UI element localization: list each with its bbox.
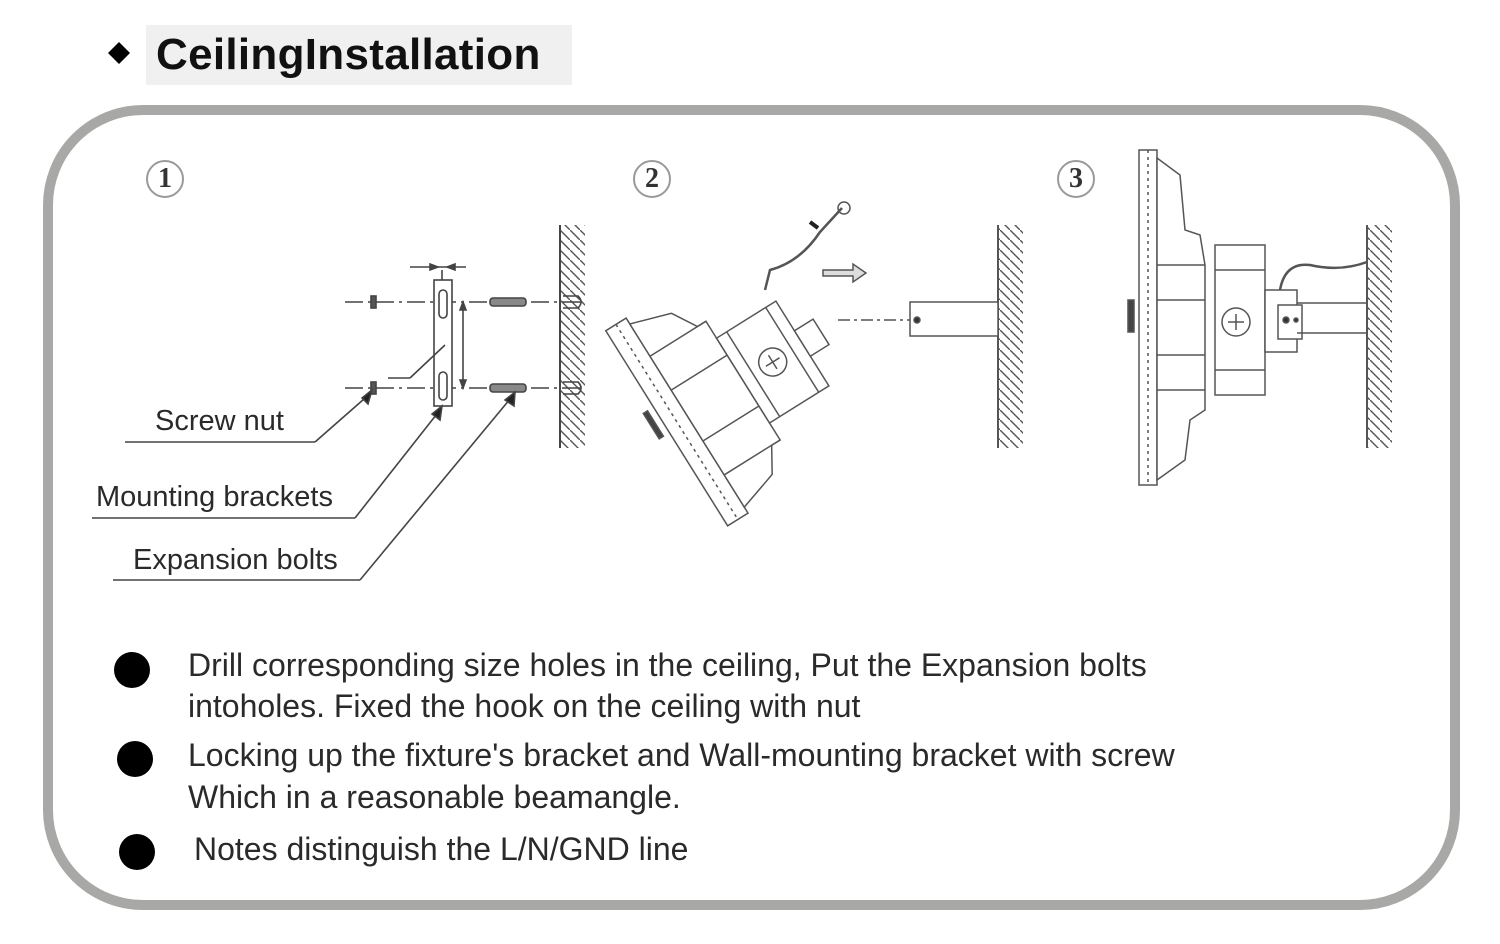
bullet-icon: [117, 741, 153, 777]
step-2-number: 2: [633, 160, 671, 198]
callout-mounting-brackets: Mounting brackets: [96, 481, 333, 513]
callout-expansion-bolts: Expansion bolts: [133, 544, 338, 576]
title-background: [146, 25, 572, 85]
page-title: CeilingInstallation: [156, 30, 541, 79]
instruction-2-line-1: Locking up the fixture's bracket and Wal…: [188, 737, 1175, 773]
instruction-3-line-1: Notes distinguish the L/N/GND line: [194, 831, 689, 867]
step-3-diagram: [1127, 149, 1392, 486]
step-1-diagram: [92, 225, 585, 581]
wall-3: [1366, 225, 1392, 448]
step-3-number: 3: [1057, 160, 1095, 198]
bullet-icon: [119, 834, 155, 870]
step-1-number: 1: [146, 160, 184, 198]
callout-screw-nut: Screw nut: [155, 405, 284, 437]
step-2-diagram: [604, 201, 1023, 527]
instruction-2-line-2: Which in a reasonable beamangle.: [188, 779, 681, 815]
instruction-frame: [43, 105, 1460, 910]
diamond-icon: [108, 42, 130, 64]
instruction-1-line-1: Drill corresponding size holes in the ce…: [188, 647, 1147, 683]
instruction-1-line-2: intoholes. Fixed the hook on the ceiling…: [188, 688, 861, 724]
wall-2: [997, 225, 1023, 448]
wall-1: [559, 225, 585, 448]
bullet-icon: [114, 652, 150, 688]
